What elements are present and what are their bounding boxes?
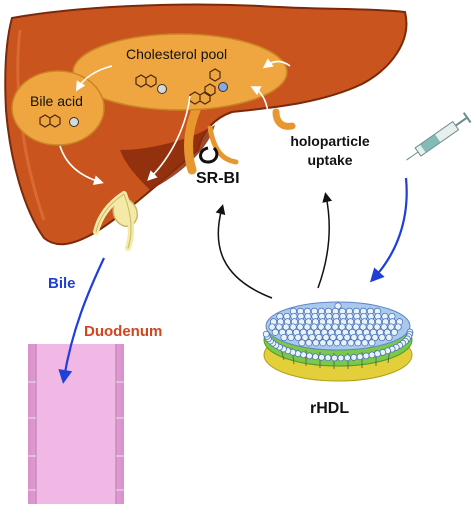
phospholipid-head	[322, 333, 330, 342]
phospholipid-head	[345, 323, 353, 331]
phospholipid-head	[308, 333, 316, 342]
rhdl-particle	[262, 301, 414, 382]
injection-arrow	[369, 177, 408, 283]
phospholipid-head	[271, 328, 279, 336]
phospholipid-head	[326, 339, 334, 347]
phospholipid-head	[387, 323, 395, 331]
phospholipid-head	[315, 333, 323, 342]
phospholipid-head	[338, 323, 346, 331]
phospholipid-head	[354, 339, 362, 347]
cholesterol-particle	[218, 82, 228, 92]
phospholipid-head	[333, 339, 341, 347]
bile-label: Bile	[48, 275, 76, 292]
phospholipid-head	[373, 323, 381, 331]
duodenum-label: Duodenum	[84, 323, 163, 340]
holoparticle-arrow	[317, 192, 333, 289]
phospholipid-heads	[262, 302, 414, 362]
phospholipid-head	[300, 351, 307, 359]
phospholipid-head	[287, 333, 295, 342]
phospholipid-head	[336, 333, 344, 342]
phospholipid-head	[275, 323, 283, 331]
phospholipid-head	[319, 339, 327, 347]
phospholipid-head	[380, 323, 388, 331]
phospholipid-head	[394, 323, 402, 331]
rhdl-label: rHDL	[310, 400, 350, 417]
phospholipid-head	[303, 323, 311, 331]
phospholipid-head	[359, 323, 367, 331]
phospholipid-head	[350, 333, 358, 342]
phospholipid-head	[331, 323, 339, 331]
phospholipid-head	[361, 339, 369, 347]
phospholipid-head	[289, 323, 297, 331]
phospholipid-head	[298, 339, 306, 347]
sr-bi-receptor-icon	[199, 146, 219, 164]
bile-acid-label: Bile acid	[30, 93, 83, 109]
cholesterol-particle	[157, 84, 167, 94]
holoparticle-uptake-label: holoparticle uptake	[290, 133, 370, 168]
phospholipid-head	[324, 323, 332, 331]
liver-flow-arrows	[59, 58, 291, 186]
phospholipid-head	[371, 333, 379, 342]
phospholipid-head	[385, 333, 393, 342]
phospholipid-head	[378, 333, 386, 342]
sr-bi-arrow	[215, 204, 273, 299]
duodenum	[28, 344, 124, 504]
phospholipid-head	[301, 333, 309, 342]
phospholipid-head	[343, 333, 351, 342]
hepatic-ligament	[184, 105, 201, 175]
syringe-icon	[406, 112, 472, 161]
phospholipid-head	[340, 339, 348, 347]
phospholipid-head	[374, 350, 381, 358]
phospholipid-head	[268, 323, 276, 331]
phospholipid-head	[317, 323, 325, 331]
phospholipid-head	[310, 323, 318, 331]
phospholipid-head	[337, 354, 345, 362]
phospholipid-head	[352, 323, 360, 331]
bile-acid-particle	[69, 117, 79, 127]
cholesterol-pool-label: Cholesterol pool	[126, 46, 228, 62]
phospholipid-head	[312, 353, 319, 361]
phospholipid-head	[306, 352, 313, 360]
phospholipid-head	[262, 330, 270, 338]
phospholipid-head	[331, 354, 338, 362]
phospholipid-head	[347, 339, 355, 347]
phospholipid-head	[282, 323, 290, 331]
phospholipid-head	[368, 351, 376, 359]
phospholipid-head	[368, 339, 376, 347]
phospholipid-head	[364, 333, 372, 342]
phospholipid-head	[344, 354, 351, 362]
phospholipid-head	[305, 339, 313, 347]
phospholipid-head	[324, 354, 332, 362]
sr-bi-label: SR-BI	[196, 170, 240, 187]
phospholipid-head	[362, 352, 370, 360]
gallbladder	[93, 191, 138, 251]
phospholipid-head	[350, 354, 358, 361]
phospholipid-head	[312, 339, 320, 347]
phospholipid-head	[296, 323, 304, 331]
phospholipid-head	[280, 333, 288, 342]
phospholipid-head	[390, 328, 398, 336]
phospholipid-head	[356, 353, 364, 361]
phospholipid-head	[329, 333, 337, 342]
phospholipid-head	[366, 323, 374, 331]
phospholipid-head	[318, 353, 325, 361]
phospholipid-head	[357, 333, 365, 342]
cholesterol-pool	[72, 33, 288, 111]
phospholipid-head	[294, 333, 302, 342]
bile-arrow	[58, 257, 105, 384]
